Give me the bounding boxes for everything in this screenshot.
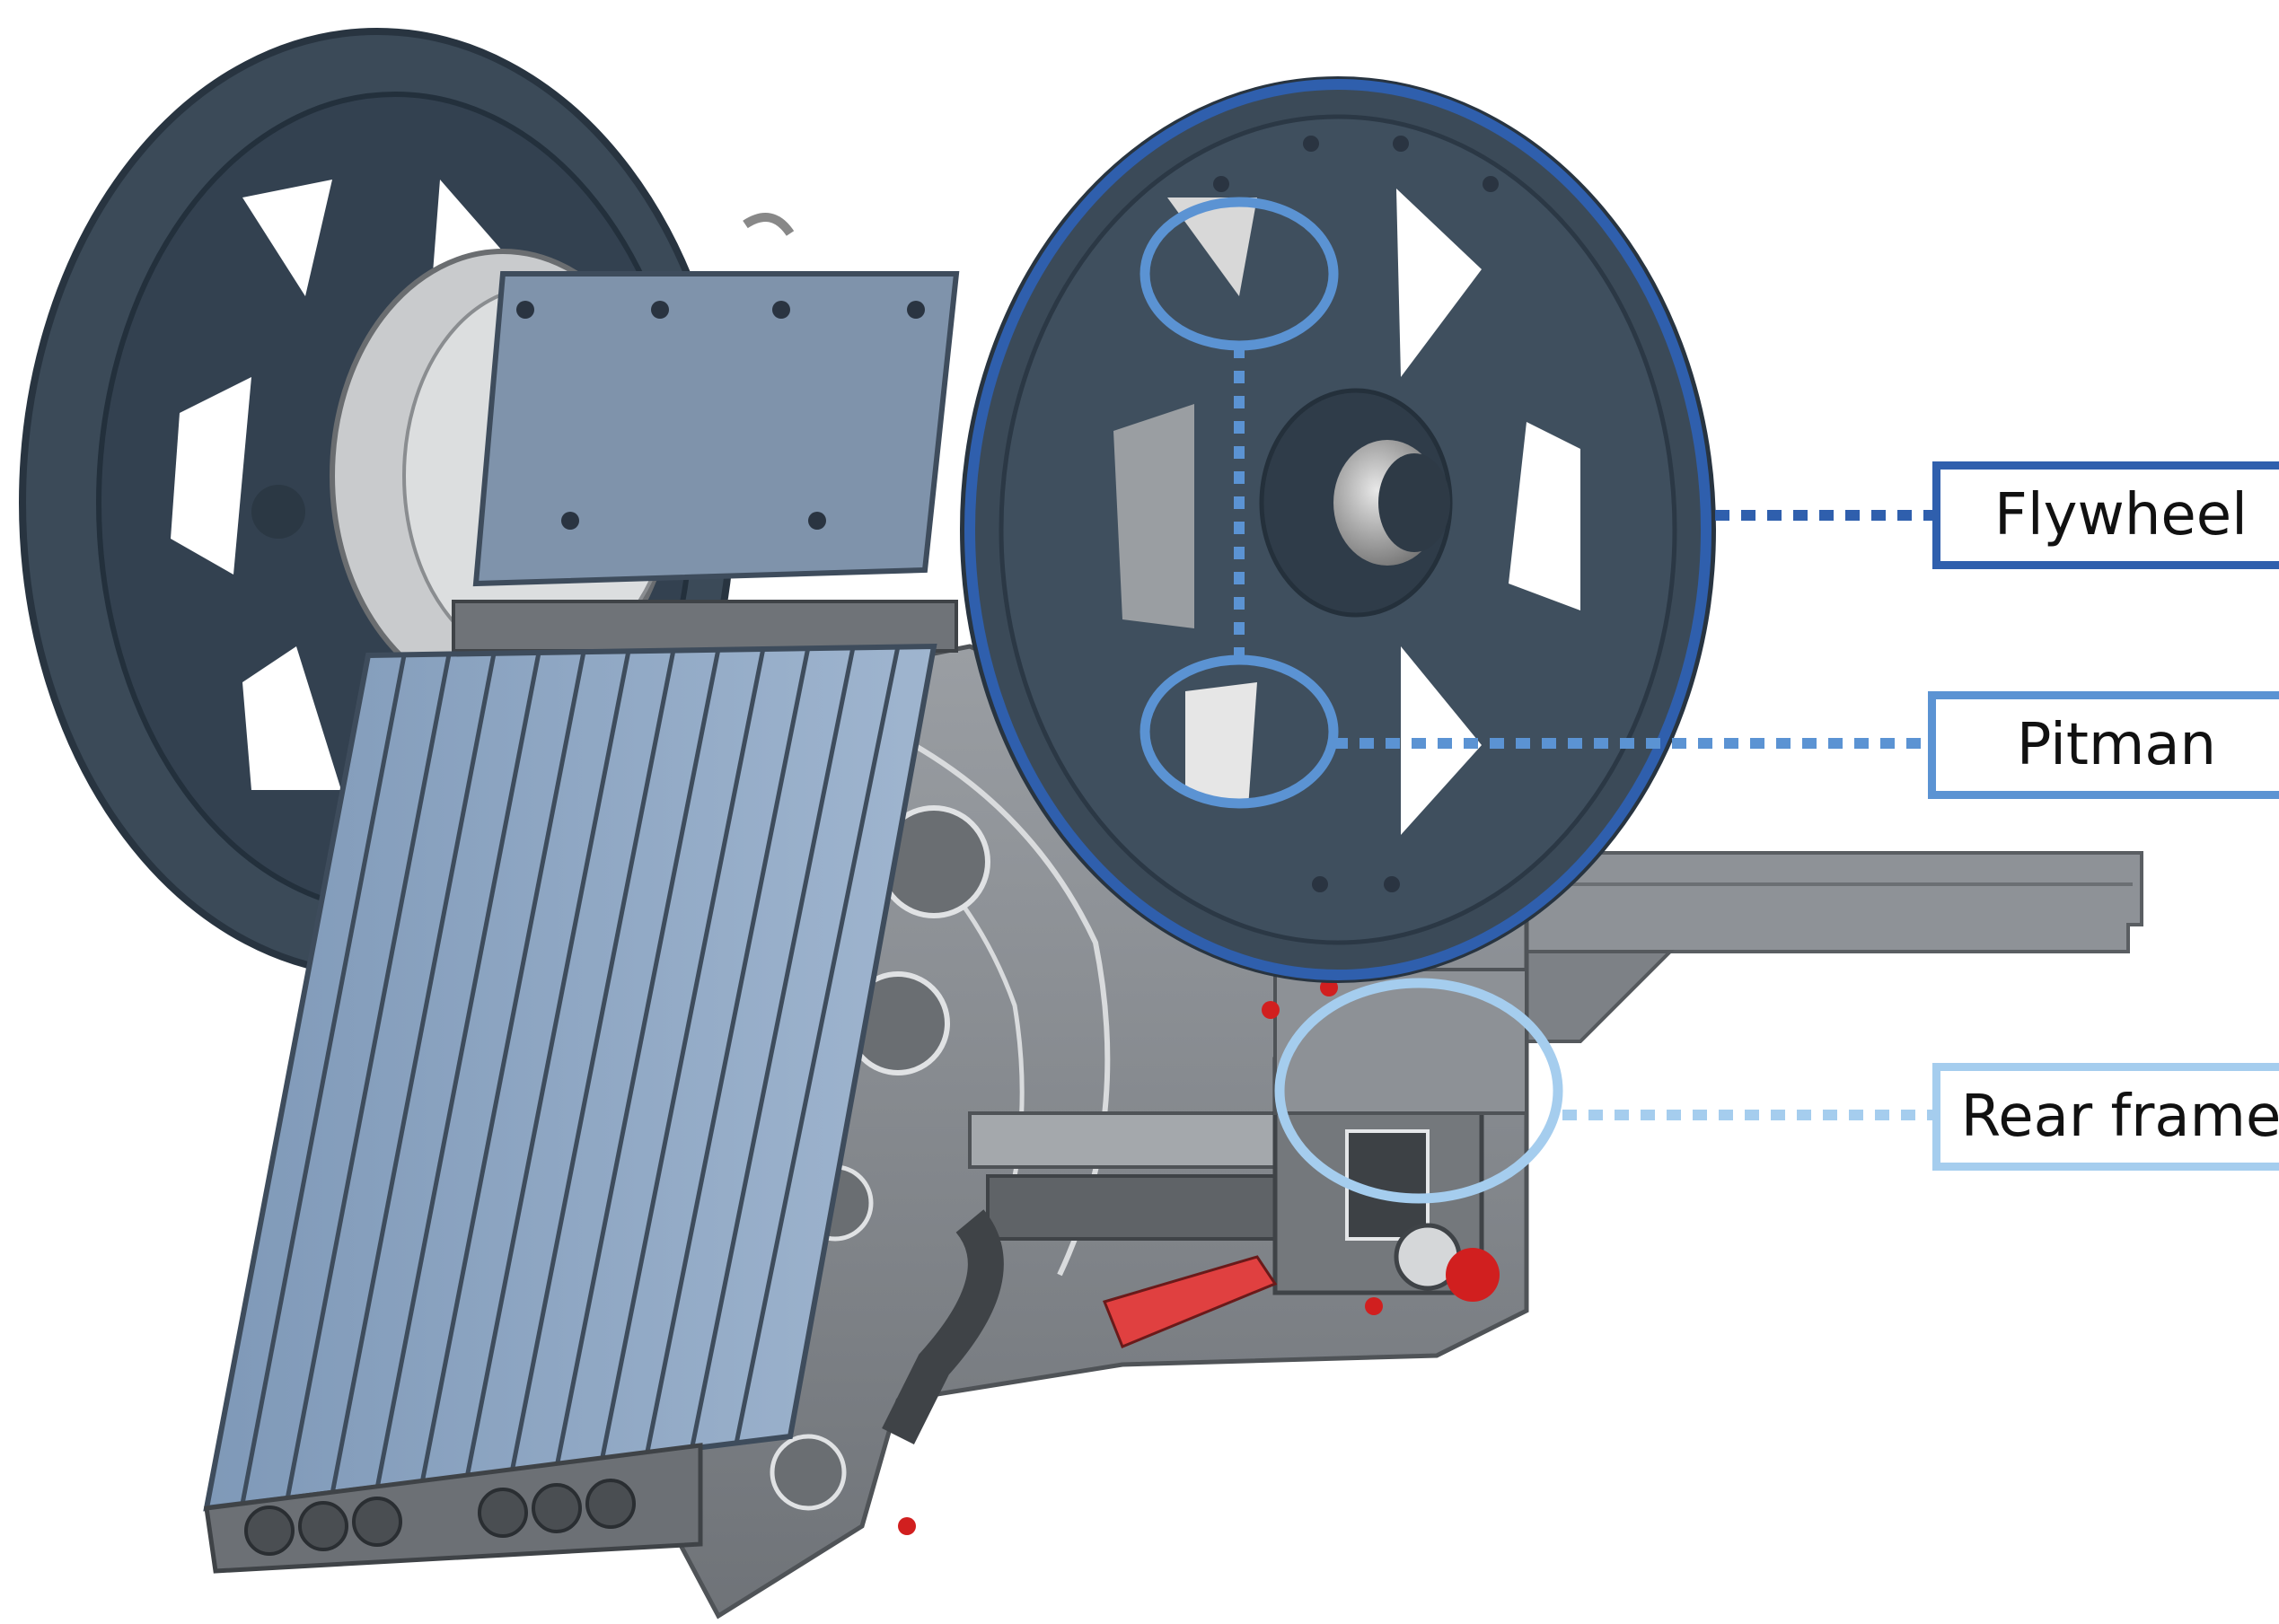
flywheel-label: Flywheel: [1994, 482, 2248, 549]
rear-frame-label-box: Rear frame: [1932, 1063, 2279, 1171]
rear-frame-highlight: [1274, 978, 1563, 1204]
pitman-label-box: Pitman: [1928, 691, 2279, 799]
leader-lines: [1333, 510, 1932, 1120]
flywheel: [960, 76, 1716, 983]
discharge-chute: [1525, 851, 2143, 1043]
flywheel-label-box: Flywheel: [1932, 461, 2279, 569]
rear-frame-label: Rear frame: [1960, 1084, 2279, 1150]
top-cover-plate: [452, 271, 960, 653]
pitman-label: Pitman: [2016, 712, 2217, 778]
pitman-highlight: [1140, 197, 1339, 809]
jaw-plate: [203, 643, 937, 1574]
